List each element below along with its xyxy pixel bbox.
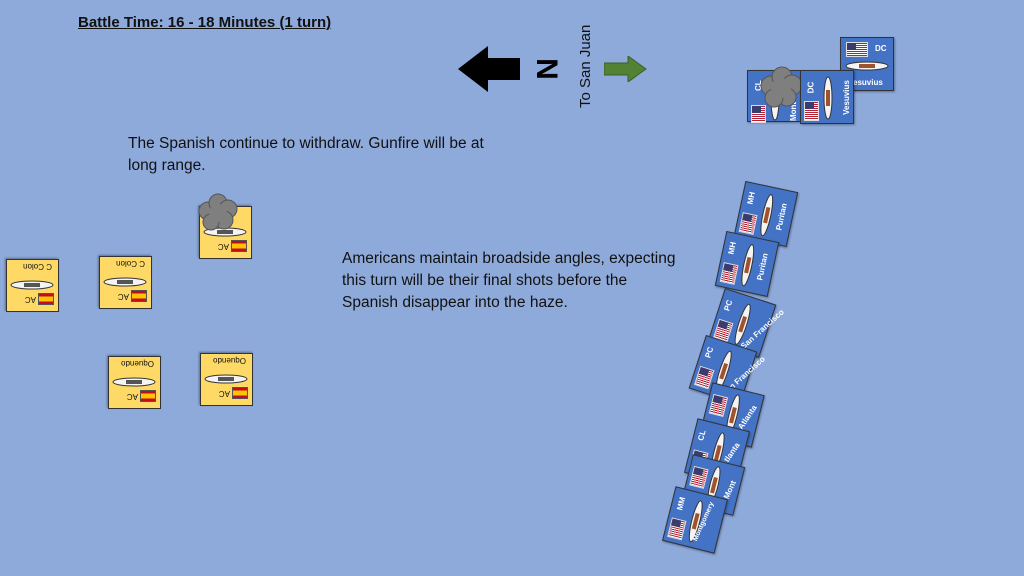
counter-ship-name: Mont <box>721 479 738 501</box>
counter-ship-name: Oquendo <box>121 359 154 368</box>
north-arrow-icon <box>458 46 520 92</box>
battle-time-title: Battle Time: 16 - 18 Minutes (1 turn) <box>78 14 332 31</box>
ship-silhouette-icon <box>688 500 703 543</box>
counter-ship-name: Vesuvius <box>841 80 851 115</box>
direction-label: To San Juan <box>577 24 594 108</box>
counter-type: CL <box>696 429 708 442</box>
counter-type: DC <box>806 81 816 94</box>
counter-ship-name: Puritan <box>774 202 789 232</box>
american-counter[interactable]: DC Vesuvius <box>800 70 854 124</box>
us-flag-icon <box>689 465 709 489</box>
spanish-counter[interactable]: AC Oquendo <box>200 353 253 406</box>
us-flag-icon <box>719 262 739 285</box>
counter-type: AC <box>218 389 230 398</box>
american-counter[interactable]: MH Puritan <box>733 180 799 248</box>
american-counter[interactable]: MM Montgomery <box>662 486 728 554</box>
counter-ship-name: Puritan <box>755 252 770 282</box>
spain-flag-icon <box>140 390 156 402</box>
counter-type: PC <box>722 298 735 313</box>
spanish-counter[interactable]: AC C Colon <box>6 259 59 312</box>
ship-silhouette-icon <box>823 76 833 120</box>
smoke-icon <box>760 66 803 108</box>
counter-ship-name: C Colon <box>116 259 145 268</box>
counter-ship-name: Oquendo <box>213 356 246 365</box>
us-flag-icon <box>846 42 868 57</box>
counter-type: MH <box>726 241 738 256</box>
us-flag-icon <box>738 212 758 235</box>
ship-silhouette-icon <box>760 194 774 237</box>
counter-type: AC <box>117 292 129 301</box>
spanish-counter[interactable]: AC C Colon <box>99 256 152 309</box>
spain-flag-icon <box>131 290 147 302</box>
counter-type: MM <box>675 496 688 512</box>
us-flag-icon <box>804 101 819 121</box>
spanish-counter[interactable]: AC Oquendo <box>108 356 161 409</box>
smoke-icon <box>198 193 238 231</box>
spain-flag-icon <box>232 387 248 399</box>
counter-type: DC <box>875 44 887 53</box>
us-flag-icon <box>751 105 766 123</box>
ship-silhouette-icon <box>845 61 889 71</box>
ship-silhouette-icon <box>741 244 755 287</box>
counter-ship-name: esuvius <box>853 78 883 87</box>
american-note: Americans maintain broadside angles, exp… <box>342 250 676 311</box>
counter-type: PC <box>703 345 716 360</box>
spain-flag-icon <box>231 240 247 252</box>
north-arrow <box>458 46 568 97</box>
us-flag-icon <box>708 393 729 417</box>
american-counter[interactable]: MH Puritan <box>714 230 780 298</box>
counter-type: AC <box>24 295 36 304</box>
direction-arrow-icon <box>603 55 648 87</box>
counter-type: AC <box>217 242 229 251</box>
ship-silhouette-icon <box>113 378 156 387</box>
us-flag-icon <box>667 517 687 541</box>
ship-silhouette-icon <box>11 281 54 290</box>
ship-silhouette-icon <box>104 278 147 287</box>
ship-silhouette-icon <box>205 375 248 384</box>
counter-type: MH <box>745 191 757 206</box>
spain-flag-icon <box>38 293 54 305</box>
counter-ship-name: C Colon <box>23 262 52 271</box>
spanish-note: The Spanish continue to withdraw. Gunfir… <box>128 135 484 174</box>
north-label: N <box>530 58 563 80</box>
counter-type: AC <box>126 392 138 401</box>
